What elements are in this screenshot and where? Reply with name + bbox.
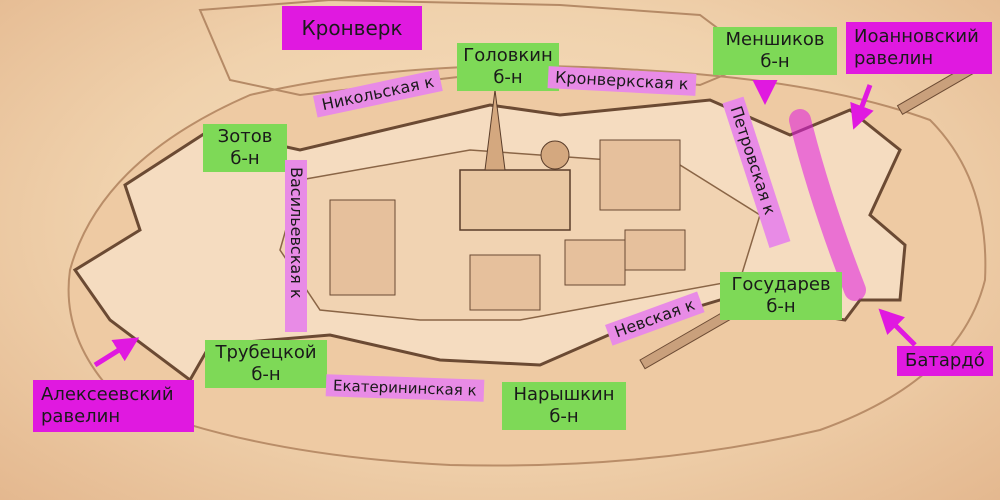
arrow-ioannovsky [850,84,874,130]
batardo-label: Батардо́ [897,346,993,376]
golovkin-bastion-label: Головкин б-н [457,43,559,91]
batardo-highlight [789,109,866,301]
cathedral-spire [484,89,506,171]
cathedral-dome [540,140,570,170]
ioannovsky-ravelin-label: Иоанновский равелин [846,22,992,74]
naryshkin-bastion-label: Нарышкин б-н [502,382,626,430]
trubetskoy-bastion-label: Трубецкой б-н [205,340,327,388]
arrow-batardo [878,308,917,347]
arrow-alekseevsky [93,337,140,368]
alekseevsky-ravelin-label: Алексеевский равелин [33,380,194,432]
building-commandant [624,229,686,271]
building-east [564,239,626,286]
building-south [469,254,541,311]
cathedral-body [459,169,571,231]
vasilevskaya-curtain-label: Васильевская к [285,160,307,332]
kronverk-label: Кронверк [282,6,422,50]
building-west [329,199,396,296]
menshikov-bastion-label: Меншиков б-н [713,27,837,75]
zotov-bastion-label: Зотов б-н [203,124,287,172]
gosudarev-bastion-label: Государев б-н [720,272,842,320]
building-northeast [599,139,681,211]
